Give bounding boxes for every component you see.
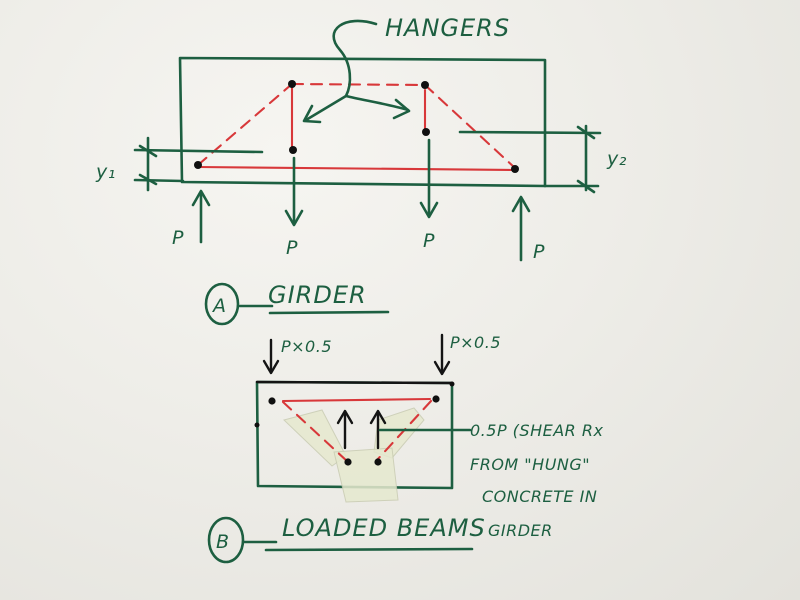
tie-bottom bbox=[196, 165, 517, 172]
load-b-left-head bbox=[262, 359, 280, 375]
beam-node-right bbox=[432, 395, 440, 403]
circle-a bbox=[204, 282, 240, 326]
reaction-left-label: P bbox=[172, 227, 184, 249]
tape-right bbox=[373, 407, 425, 459]
beam-top-edge bbox=[255, 380, 454, 385]
node-hanger-right bbox=[422, 128, 430, 136]
beam-uplift-right-head bbox=[369, 409, 387, 425]
strut-top bbox=[290, 82, 427, 87]
beam-tie-top bbox=[281, 397, 432, 403]
hangers-arrowhead-right bbox=[392, 98, 411, 120]
node-top-right bbox=[421, 81, 429, 89]
y1-bottom-line bbox=[133, 178, 185, 183]
load-left-head bbox=[284, 209, 304, 227]
circle-b bbox=[207, 516, 245, 564]
load-b-right-label: P×0.5 bbox=[450, 333, 501, 352]
strut-right-inclined bbox=[423, 83, 517, 170]
beam-corner-marker bbox=[449, 381, 455, 387]
note-line-4: GIRDER bbox=[488, 521, 553, 540]
load-right-label: P bbox=[423, 230, 435, 252]
y2-tick-bottom bbox=[576, 179, 596, 194]
hangers-callout-right bbox=[344, 94, 410, 112]
node-bottom-left bbox=[194, 161, 202, 169]
loaded-beams-underline bbox=[264, 547, 474, 552]
circle-a-label: A bbox=[211, 295, 227, 317]
y2-top-line bbox=[458, 130, 602, 135]
circle-b-label: B bbox=[216, 531, 230, 553]
loaded-beams-title: LOADED BEAMS bbox=[282, 514, 486, 542]
hangers-callout-left bbox=[304, 94, 348, 122]
reaction-left-head bbox=[191, 189, 211, 207]
note-line-1: 0.5P (SHEAR Rx bbox=[470, 421, 603, 440]
beam-node-bottom-left bbox=[344, 458, 352, 466]
y1-tick-bottom bbox=[138, 173, 158, 186]
reaction-right-label: P bbox=[533, 241, 545, 263]
hangers-callout-curve bbox=[332, 19, 378, 98]
beam-node-bottom-right bbox=[374, 458, 382, 466]
load-left-label: P bbox=[286, 237, 298, 259]
load-b-right-head bbox=[433, 360, 451, 376]
beam-node-left bbox=[268, 397, 276, 405]
girder-title: GIRDER bbox=[268, 281, 367, 309]
hangers-arrowhead-left bbox=[302, 104, 322, 124]
node-top-left bbox=[288, 80, 296, 88]
y2-tick-top bbox=[576, 125, 596, 140]
y1-tick-top bbox=[138, 144, 158, 158]
y1-label: y₁ bbox=[95, 161, 116, 183]
tape-bottom bbox=[333, 447, 399, 503]
beam-left-marker bbox=[254, 422, 260, 428]
y1-top-line bbox=[133, 148, 264, 154]
hangers-label: HANGERS bbox=[385, 14, 510, 42]
note-line-3: CONCRETE IN bbox=[482, 487, 597, 506]
girder-underline bbox=[268, 310, 390, 315]
node-hanger-left bbox=[289, 146, 297, 154]
reaction-right-head bbox=[511, 195, 531, 213]
beam-strut-left bbox=[281, 400, 350, 464]
load-right-head bbox=[419, 201, 439, 219]
note-line-2: FROM "HUNG" bbox=[470, 455, 590, 474]
load-b-left-label: P×0.5 bbox=[281, 337, 332, 356]
beam-uplift-left-head bbox=[336, 409, 354, 425]
node-bottom-right bbox=[511, 165, 519, 173]
y2-label: y₂ bbox=[606, 148, 627, 170]
